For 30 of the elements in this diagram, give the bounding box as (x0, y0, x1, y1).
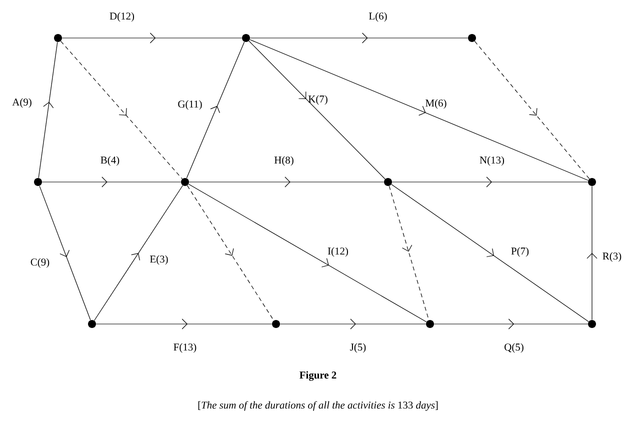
edge-label: P(7) (511, 247, 529, 257)
event-dot (588, 178, 596, 186)
edge-label: L(6) (369, 12, 387, 22)
edge-label: G(11) (178, 100, 202, 110)
figure-caption: Figure 2 (300, 371, 336, 381)
event-dot (181, 178, 189, 186)
note: [The sum of the durations of all the activities is 133 days] (198, 401, 438, 411)
edge-label: M(6) (426, 99, 446, 109)
edge-label: D(12) (110, 12, 134, 22)
edge-label: B(4) (100, 156, 120, 166)
edge-label: E(3) (150, 255, 168, 265)
edge-label: K(7) (308, 95, 328, 105)
event-dot (468, 34, 476, 42)
event-dot (242, 34, 250, 42)
edge-label: N(13) (480, 156, 504, 166)
event-dot (34, 178, 42, 186)
edge-label: C(9) (30, 258, 50, 268)
edge-label: I(12) (328, 247, 348, 257)
edge-label: F(13) (174, 343, 196, 353)
event-dot (384, 178, 392, 186)
edge-label: A(9) (12, 98, 32, 108)
event-dot (54, 34, 62, 42)
event-dot (426, 320, 434, 328)
event-dot (272, 320, 280, 328)
edge-label: H(8) (274, 156, 294, 166)
event-dot (588, 320, 596, 328)
edge-label: R(3) (602, 252, 622, 262)
edge-label: J(5) (350, 343, 366, 353)
edge-label: Q(5) (504, 343, 524, 353)
event-dot (88, 320, 96, 328)
